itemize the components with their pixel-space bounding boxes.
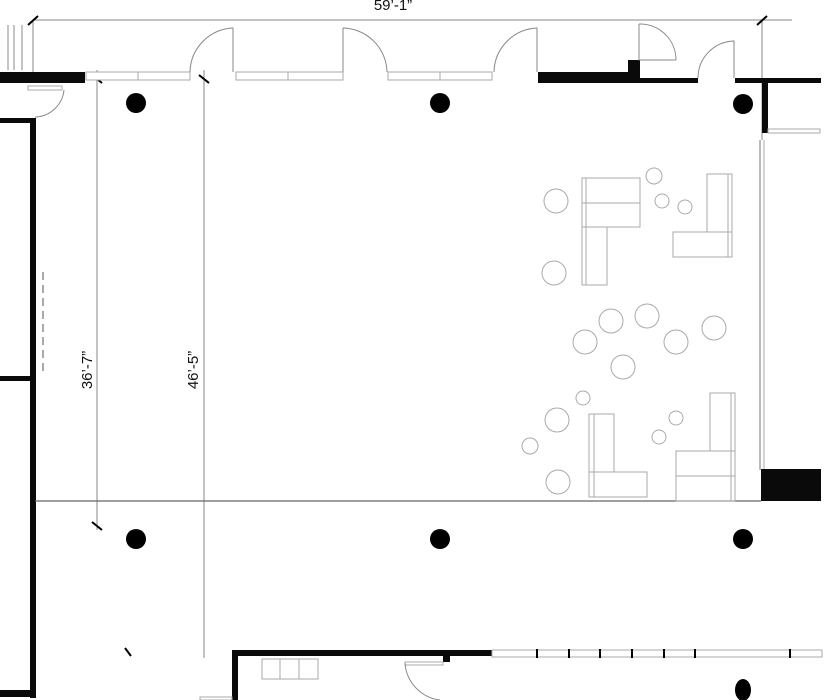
column [126, 529, 146, 549]
furniture [521, 167, 736, 502]
tables [521, 167, 727, 495]
column [430, 529, 450, 549]
sofa [588, 413, 648, 498]
dimension-depth-right: 46’-5” [124, 70, 210, 658]
right-wall [759, 140, 821, 501]
column [735, 679, 751, 700]
depth-right-dimension-label: 46’-5” [185, 351, 202, 389]
bottom-wall [199, 649, 823, 700]
width-dimension-label: 59’-1” [374, 0, 412, 14]
columns [126, 93, 753, 700]
dimension-width: 59’-1” [27, 0, 792, 140]
dimension-depth-left: 36’-7” [79, 70, 103, 531]
sofa [675, 392, 736, 502]
left-wall [0, 85, 65, 698]
column [733, 94, 753, 114]
sofa [581, 177, 641, 286]
column [733, 529, 753, 549]
column [430, 93, 450, 113]
sofa [672, 173, 733, 258]
depth-left-dimension-label: 36’-7” [79, 351, 96, 389]
column [126, 93, 146, 113]
cabinet [261, 658, 319, 680]
top-wall [0, 23, 821, 134]
